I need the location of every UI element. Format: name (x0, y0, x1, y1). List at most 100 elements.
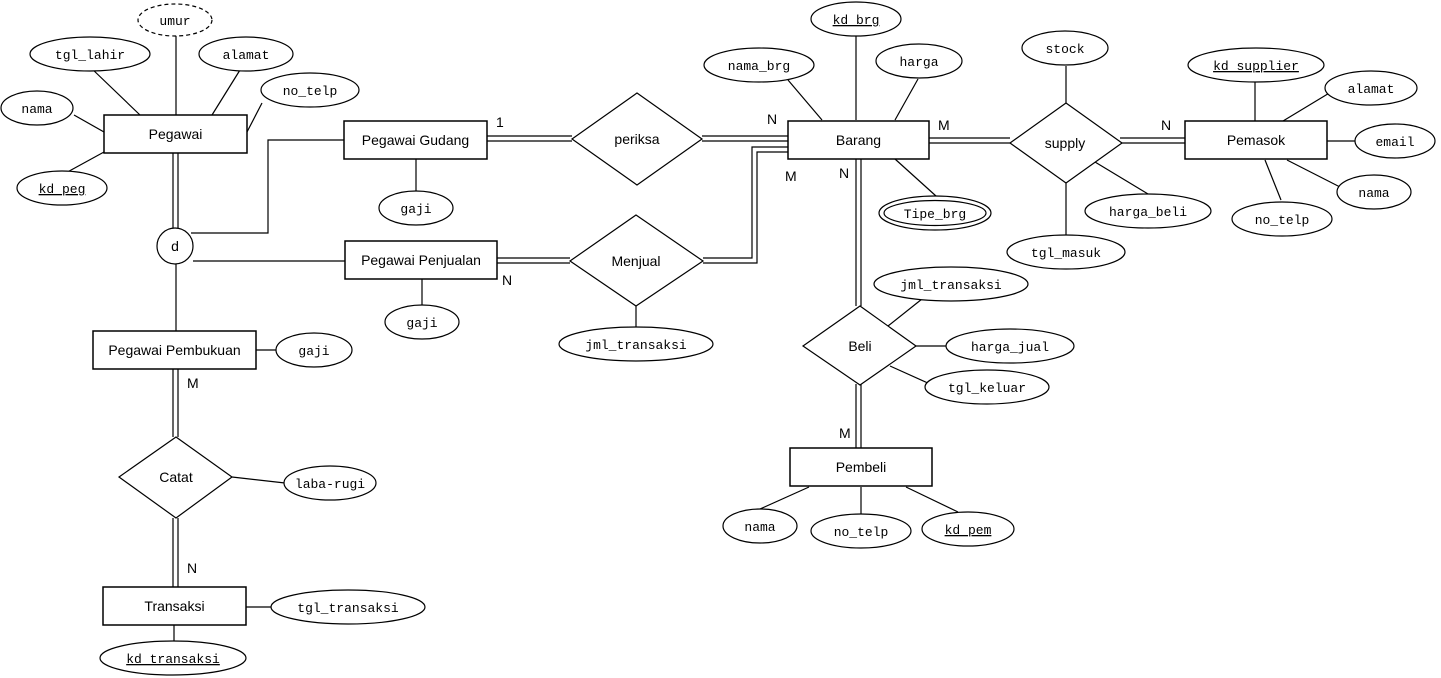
attribute-pembukuan-gaji[interactable]: gaji (275, 332, 353, 368)
svg-text:stock: stock (1045, 42, 1084, 57)
relationship-beli[interactable]: Beli (801, 305, 918, 386)
specialization-disjoint[interactable]: d (156, 227, 194, 265)
cardinality-menjual-barang: M (785, 168, 797, 184)
svg-text:kd_brg: kd_brg (833, 13, 880, 28)
entity-pegawai-penjualan[interactable]: Pegawai Penjualan (344, 240, 498, 280)
attribute-no-telp[interactable]: no_telp (260, 72, 360, 108)
svg-text:gaji: gaji (400, 202, 431, 217)
attribute-email[interactable]: email (1354, 123, 1436, 159)
svg-text:umur: umur (159, 14, 190, 29)
attribute-nama[interactable]: nama (0, 90, 74, 126)
svg-text:tgl_transaksi: tgl_transaksi (297, 601, 399, 616)
relationship-label: Menjual (611, 253, 660, 269)
attribute-beli-jml-transaksi[interactable]: jml_transaksi (873, 266, 1029, 302)
relationship-label: Catat (159, 469, 193, 485)
relationship-supply[interactable]: supply (1008, 102, 1124, 184)
attribute-kd-brg-key[interactable]: kd_brg (810, 1, 902, 37)
attribute-pembeli-no-telp[interactable]: no_telp (810, 513, 912, 549)
attribute-tgl-transaksi[interactable]: tgl_transaksi (270, 589, 426, 625)
attribute-stock[interactable]: stock (1021, 30, 1109, 66)
specialization-symbol: d (171, 238, 179, 254)
attribute-kd-pem-key[interactable]: kd_pem (921, 511, 1015, 547)
attribute-pemasok-no-telp[interactable]: no_telp (1231, 201, 1333, 237)
attribute-nama-brg[interactable]: nama_brg (703, 47, 815, 83)
svg-text:kd_transaksi: kd_transaksi (126, 652, 220, 667)
entity-pegawai-pembukuan[interactable]: Pegawai Pembukuan (92, 330, 257, 370)
svg-text:nama: nama (1358, 186, 1389, 201)
svg-text:kd_supplier: kd_supplier (1213, 59, 1299, 74)
entity-pembeli[interactable]: Pembeli (789, 447, 933, 487)
cardinality-pembukuan-catat: M (187, 375, 199, 391)
svg-text:laba-rugi: laba-rugi (295, 477, 365, 492)
attribute-umur[interactable]: umur (137, 3, 213, 37)
svg-text:harga_beli: harga_beli (1109, 205, 1187, 220)
cardinality-periksa-barang: N (767, 111, 777, 127)
svg-text:no_telp: no_telp (834, 525, 889, 540)
entity-label: Pegawai Pembukuan (108, 342, 240, 358)
cardinality-supply-pemasok: N (1161, 117, 1171, 133)
svg-text:no_telp: no_telp (1255, 213, 1310, 228)
entity-pemasok[interactable]: Pemasok (1184, 120, 1328, 160)
relationship-label: Beli (848, 338, 871, 354)
entity-transaksi[interactable]: Transaksi (102, 586, 247, 626)
entity-pegawai-gudang[interactable]: Pegawai Gudang (343, 120, 488, 160)
attribute-kd-peg-key[interactable]: kd_peg (16, 170, 108, 206)
entity-pegawai[interactable]: Pegawai (103, 114, 248, 154)
attribute-menjual-jml-transaksi[interactable]: jml_transaksi (558, 326, 714, 362)
relationship-catat[interactable]: Catat (117, 436, 234, 519)
svg-text:no_telp: no_telp (283, 84, 338, 99)
attribute-harga-jual[interactable]: harga_jual (945, 328, 1075, 364)
svg-text:jml_transaksi: jml_transaksi (585, 338, 687, 353)
attribute-penjualan-gaji[interactable]: gaji (384, 304, 460, 340)
svg-text:nama: nama (21, 102, 52, 117)
attribute-kd-supplier-key[interactable]: kd_supplier (1187, 47, 1325, 83)
svg-text:tgl_lahir: tgl_lahir (55, 48, 125, 63)
attribute-laba-rugi[interactable]: laba-rugi (283, 465, 377, 501)
attribute-pemasok-alamat[interactable]: alamat (1324, 70, 1418, 106)
attribute-gudang-gaji[interactable]: gaji (378, 190, 454, 226)
svg-text:gaji: gaji (298, 344, 329, 359)
cardinality-gudang-periksa: 1 (496, 114, 504, 130)
entity-label: Transaksi (144, 598, 204, 614)
svg-text:kd_pem: kd_pem (945, 523, 992, 538)
attribute-pemasok-nama[interactable]: nama (1336, 174, 1412, 210)
relationship-label: periksa (614, 131, 659, 147)
cardinality-labels: 1 N N M M N N M M N (187, 111, 1171, 576)
svg-text:harga_jual: harga_jual (971, 340, 1049, 355)
cardinality-catat-transaksi: N (187, 560, 197, 576)
cardinality-barang-beli: N (839, 165, 849, 181)
svg-text:nama: nama (744, 520, 775, 535)
svg-text:gaji: gaji (406, 316, 437, 331)
svg-text:harga: harga (899, 55, 938, 70)
relationship-periksa[interactable]: periksa (570, 92, 704, 186)
entity-label: Barang (836, 132, 881, 148)
attribute-harga-beli[interactable]: harga_beli (1084, 193, 1212, 229)
entity-label: Pembeli (836, 459, 887, 475)
attribute-tgl-lahir[interactable]: tgl_lahir (29, 36, 151, 72)
relationship-label: supply (1045, 135, 1085, 151)
attribute-harga[interactable]: harga (875, 43, 963, 79)
attribute-tgl-keluar[interactable]: tgl_keluar (924, 369, 1050, 405)
cardinality-penjualan-menjual: N (502, 272, 512, 288)
entity-label: Pegawai Penjualan (361, 252, 481, 268)
cardinality-barang-supply: M (938, 117, 950, 133)
attribute-kd-transaksi-key[interactable]: kd_transaksi (99, 640, 247, 676)
svg-text:kd_peg: kd_peg (39, 182, 86, 197)
attribute-tipe-brg-multivalued[interactable]: Tipe_brg (878, 195, 992, 231)
svg-text:email: email (1375, 135, 1414, 150)
entity-label: Pemasok (1227, 132, 1286, 148)
svg-text:alamat: alamat (1348, 82, 1395, 97)
attribute-alamat[interactable]: alamat (198, 36, 294, 72)
entity-label: Pegawai Gudang (362, 132, 469, 148)
svg-text:alamat: alamat (223, 48, 270, 63)
entity-barang[interactable]: Barang (787, 120, 930, 160)
svg-text:jml_transaksi: jml_transaksi (900, 278, 1002, 293)
relationship-menjual[interactable]: Menjual (568, 214, 705, 307)
svg-text:tgl_masuk: tgl_masuk (1031, 246, 1101, 261)
attribute-pembeli-nama[interactable]: nama (722, 508, 798, 544)
attribute-tgl-masuk[interactable]: tgl_masuk (1006, 234, 1126, 270)
cardinality-beli-pembeli: M (839, 425, 851, 441)
svg-text:Tipe_brg: Tipe_brg (904, 207, 966, 222)
svg-text:nama_brg: nama_brg (728, 59, 790, 74)
